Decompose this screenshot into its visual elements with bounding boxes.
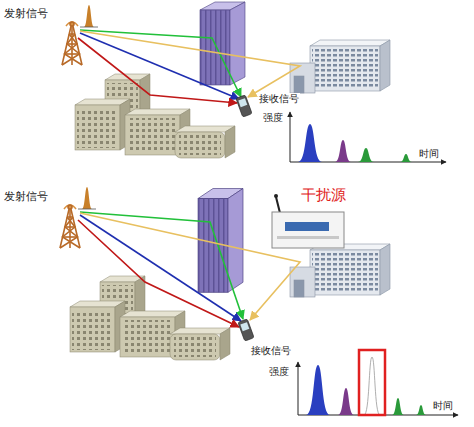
signal-label: 接收信号 bbox=[250, 345, 292, 357]
signal-label: 发射信号 bbox=[3, 190, 49, 203]
axis-label: 强度 bbox=[262, 112, 284, 124]
axis-label: 时间 bbox=[432, 400, 454, 412]
signal-label: 发射信号 bbox=[3, 7, 49, 20]
axis-label: 时间 bbox=[418, 148, 440, 160]
interference-label: 干扰源 bbox=[300, 186, 347, 204]
signal-label: 接收信号 bbox=[258, 93, 300, 105]
axis-label: 强度 bbox=[268, 366, 290, 378]
